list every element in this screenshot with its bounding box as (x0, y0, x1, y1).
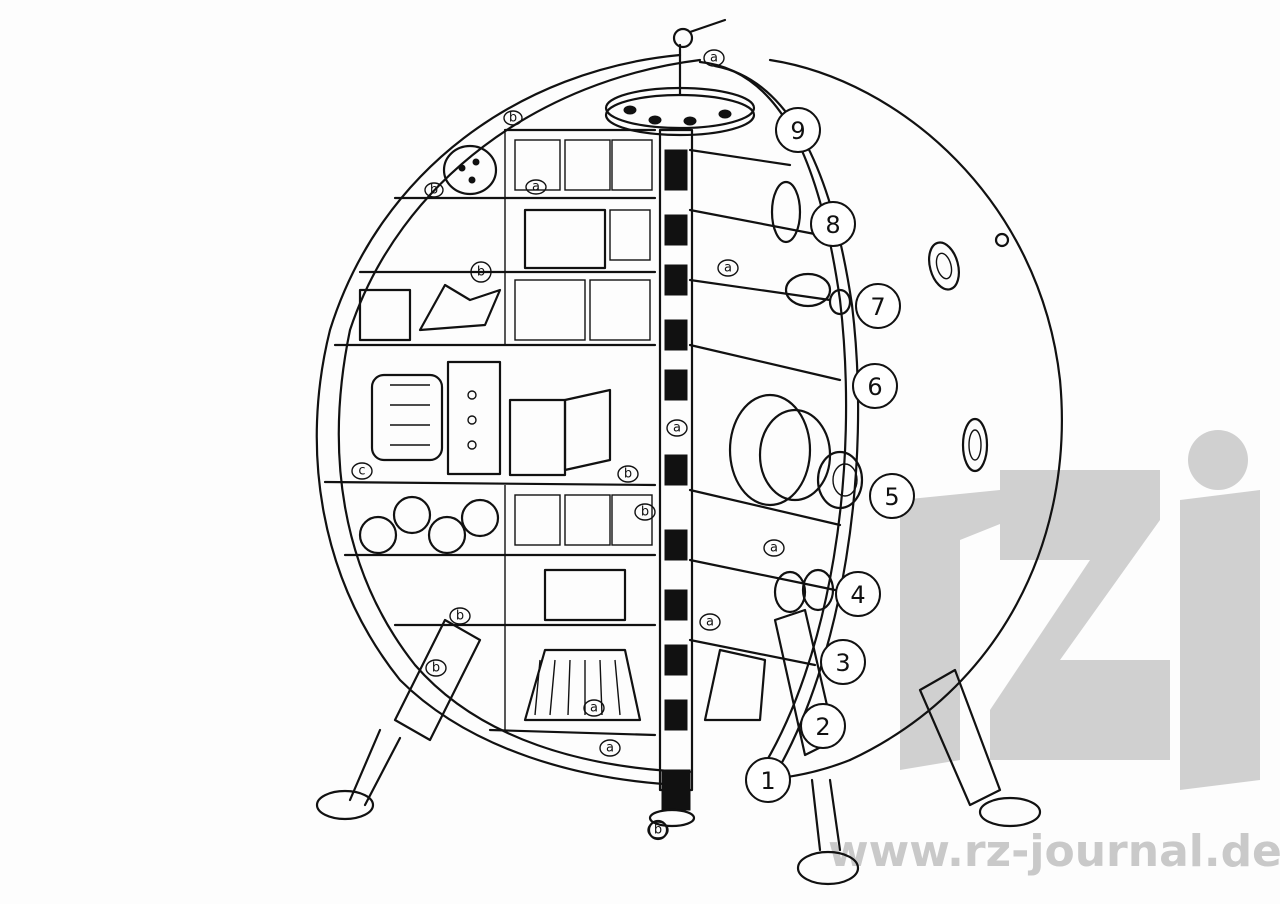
svg-text:7: 7 (870, 293, 885, 321)
svg-text:a: a (706, 615, 714, 630)
svg-text:1: 1 (760, 767, 775, 795)
docking-port (728, 393, 864, 510)
rz-logo-watermark (900, 430, 1260, 790)
deck-floors (323, 128, 842, 737)
tag-a-mast: a (666, 419, 688, 437)
callout-6: 6 (852, 363, 898, 409)
tag-b-leg: b (449, 607, 471, 625)
svg-text:a: a (673, 421, 681, 436)
interior-modules (358, 139, 767, 722)
svg-text:b: b (641, 505, 649, 520)
svg-text:b: b (509, 111, 517, 126)
svg-text:2: 2 (815, 713, 830, 741)
svg-text:b: b (624, 467, 632, 482)
svg-text:9: 9 (790, 117, 805, 145)
porthole-8 (770, 180, 802, 244)
tag-b-upper-left: b (503, 110, 523, 126)
callout-8: 8 (810, 201, 856, 247)
svg-text:4: 4 (850, 581, 865, 609)
svg-text:a: a (606, 741, 614, 756)
svg-text:b: b (456, 609, 464, 624)
tag-b-lower-center: b (634, 503, 656, 521)
callout-1: 1 (745, 757, 791, 803)
svg-text:3: 3 (835, 649, 850, 677)
tag-c-left: c (351, 462, 373, 480)
tag-a-right-lower: a (763, 539, 785, 557)
tag-b-left: b (424, 182, 444, 198)
callout-5: 5 (869, 473, 915, 519)
landing-leg-left (315, 618, 482, 821)
callout-3: 3 (820, 639, 866, 685)
svg-text:8: 8 (825, 211, 840, 239)
svg-text:b: b (654, 823, 662, 838)
svg-text:b: b (477, 265, 485, 280)
svg-text:a: a (590, 701, 598, 716)
tag-a-engine: a (699, 613, 721, 631)
sphere-outer-shell (758, 58, 1063, 782)
svg-text:c: c (358, 464, 365, 479)
tag-a-bottom: a (583, 699, 605, 717)
callout-9: 9 (775, 107, 821, 153)
svg-text:5: 5 (884, 483, 899, 511)
tag-b-mast-foot: b (647, 821, 669, 839)
tag-a-upper: a (525, 179, 547, 195)
tag-a-floor: a (599, 739, 621, 757)
tag-b-center: b (617, 465, 639, 483)
tag-b-mid-left: b (470, 261, 492, 283)
callout-7: 7 (855, 283, 901, 329)
svg-text:a: a (770, 541, 778, 556)
svg-text:a: a (710, 51, 718, 66)
svg-text:6: 6 (867, 373, 882, 401)
callout-4: 4 (835, 571, 881, 617)
svg-text:a: a (532, 180, 540, 195)
callout-2: 2 (800, 703, 846, 749)
landing-leg-right (918, 668, 1042, 828)
svg-text:a: a (724, 261, 732, 276)
sphere-cutaway-rim (315, 53, 860, 787)
tag-a-top: a (703, 49, 725, 67)
hatch-7 (784, 272, 852, 316)
svg-text:b: b (430, 183, 438, 198)
tag-b-leg-lower: b (425, 659, 447, 677)
svg-text:b: b (432, 661, 440, 676)
watermark-url: www.rz-journal.de (828, 826, 1280, 877)
tag-a-right-upper: a (717, 259, 739, 277)
central-mast (604, 18, 756, 841)
tanks-4 (773, 568, 835, 614)
